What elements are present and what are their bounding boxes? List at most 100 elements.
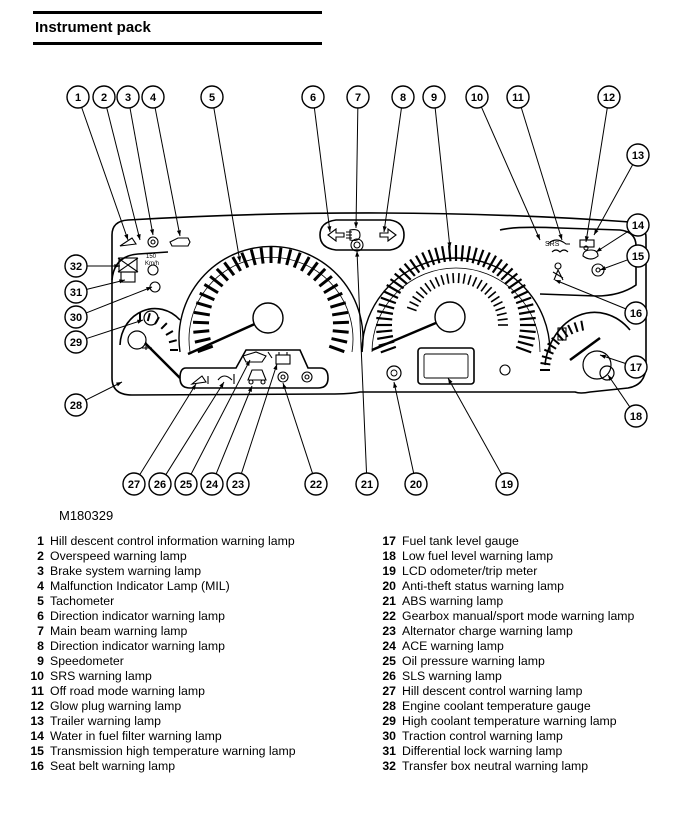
callout-bubble	[92, 85, 116, 109]
legend-label: Direction indicator warning lamp	[50, 639, 225, 653]
legend-label: Differential lock warning lamp	[402, 744, 563, 758]
legend-label: Speedometer	[50, 654, 124, 668]
callout-number: 22	[310, 479, 322, 491]
callout-number: 30	[70, 312, 82, 324]
callout-number: 3	[125, 92, 131, 104]
legend-label: Hill descent control warning lamp	[402, 684, 583, 698]
direction-right-icon	[379, 227, 397, 243]
temp-gauge-ticks	[139, 312, 178, 351]
legend-number: 16	[30, 759, 44, 773]
legend-label: Traction control warning lamp	[402, 729, 563, 743]
tachometer-needle	[187, 302, 284, 356]
callout-bubble	[174, 472, 198, 496]
legend-item: 2 Overspeed warning lamp	[22, 549, 296, 564]
callout-bubble	[465, 85, 489, 109]
instrument-panel-outline	[111, 212, 647, 396]
fuel-gauge-needle	[569, 336, 601, 362]
legend-number: 24	[382, 639, 396, 653]
callout-number: 13	[632, 150, 644, 162]
callout-bubble	[122, 472, 146, 496]
legend-number: 14	[30, 729, 44, 743]
legend-number: 1	[37, 534, 44, 548]
callout-bubble	[116, 85, 140, 109]
legend-item: 29 High coolant temperature warning lamp	[374, 714, 634, 729]
callout-bubble	[626, 213, 650, 237]
callout-number: 5	[209, 92, 215, 104]
callout-bubble	[200, 472, 224, 496]
legend-label: High coolant temperature warning lamp	[402, 714, 617, 728]
legend-number: 11	[31, 684, 44, 698]
overspeed-lamp-value: 150	[146, 254, 157, 260]
callout-number: 18	[630, 411, 642, 423]
callout-number: 31	[70, 287, 82, 299]
callout-number: 14	[632, 220, 645, 232]
legend-label: ABS warning lamp	[402, 594, 504, 608]
legend-number: 28	[382, 699, 396, 713]
legend-item: 28 Engine coolant temperature gauge	[374, 699, 634, 714]
legend-label: Transfer box neutral warning lamp	[402, 759, 589, 773]
legend-number: 27	[382, 684, 396, 698]
legend-number: 19	[382, 564, 396, 578]
srs-lamp-text: SRS	[545, 241, 560, 248]
callout-bubble	[624, 355, 648, 379]
legend-label: Off road mode warning lamp	[50, 684, 205, 698]
legend-label: Trailer warning lamp	[50, 714, 161, 728]
legend-number: 3	[37, 564, 44, 578]
legend-label: Engine coolant temperature gauge	[402, 699, 591, 713]
callout-number: 23	[232, 479, 244, 491]
gearbox-manual-icon	[277, 371, 289, 383]
callout-bubble	[64, 280, 88, 304]
legend-label: Brake system warning lamp	[50, 564, 202, 578]
figure-id: M180329	[59, 508, 114, 523]
diff-lock-icon	[120, 271, 136, 283]
legend-number: 9	[37, 654, 44, 668]
legend-number: 13	[30, 714, 44, 728]
glow-plug-icon	[551, 249, 569, 253]
hill-descent-info-icon	[119, 237, 137, 247]
legend-number: 18	[382, 549, 396, 563]
legend-label: Direction indicator warning lamp	[50, 609, 225, 623]
legend-number: 29	[382, 714, 396, 728]
transfer-box-neutral-icon	[117, 257, 139, 273]
callout-number: 9	[431, 92, 437, 104]
legend-label: Seat belt warning lamp	[50, 759, 176, 773]
direction-left-icon	[327, 227, 345, 243]
overspeed-icon	[147, 264, 159, 276]
legend-number: 5	[37, 594, 44, 608]
callout-bubble	[148, 472, 172, 496]
legend-item: 32 Transfer box neutral warning lamp	[374, 759, 634, 774]
callout-number: 17	[630, 362, 642, 374]
callout-bubble	[355, 472, 379, 496]
callout-bubble	[626, 143, 650, 167]
legend-number: 2	[37, 549, 44, 563]
legend-number: 31	[382, 744, 396, 758]
legend-number: 7	[37, 624, 44, 638]
callout-number: 32	[70, 261, 82, 273]
callout-number: 11	[512, 92, 524, 104]
title-rule-bottom	[33, 42, 322, 45]
legend-label: Overspeed warning lamp	[50, 549, 187, 563]
callout-bubble	[301, 85, 325, 109]
brake-warning-icon	[147, 236, 159, 248]
legend-number: 30	[382, 729, 396, 743]
callout-number: 16	[630, 308, 642, 320]
callout-bubble	[141, 85, 165, 109]
legend-number: 32	[382, 759, 396, 773]
main-beam-icon	[346, 229, 361, 241]
speedometer-needle	[371, 301, 466, 352]
traction-control-icon	[149, 281, 161, 293]
overspeed-lamp-unit: Km/h	[145, 261, 159, 267]
legend-item: 30 Traction control warning lamp	[374, 729, 634, 744]
callout-number: 2	[101, 92, 107, 104]
alternator-icon	[275, 352, 291, 365]
trailer-icon	[579, 239, 595, 251]
legend-number: 26	[382, 669, 396, 683]
legend-label: Oil pressure warning lamp	[402, 654, 545, 668]
